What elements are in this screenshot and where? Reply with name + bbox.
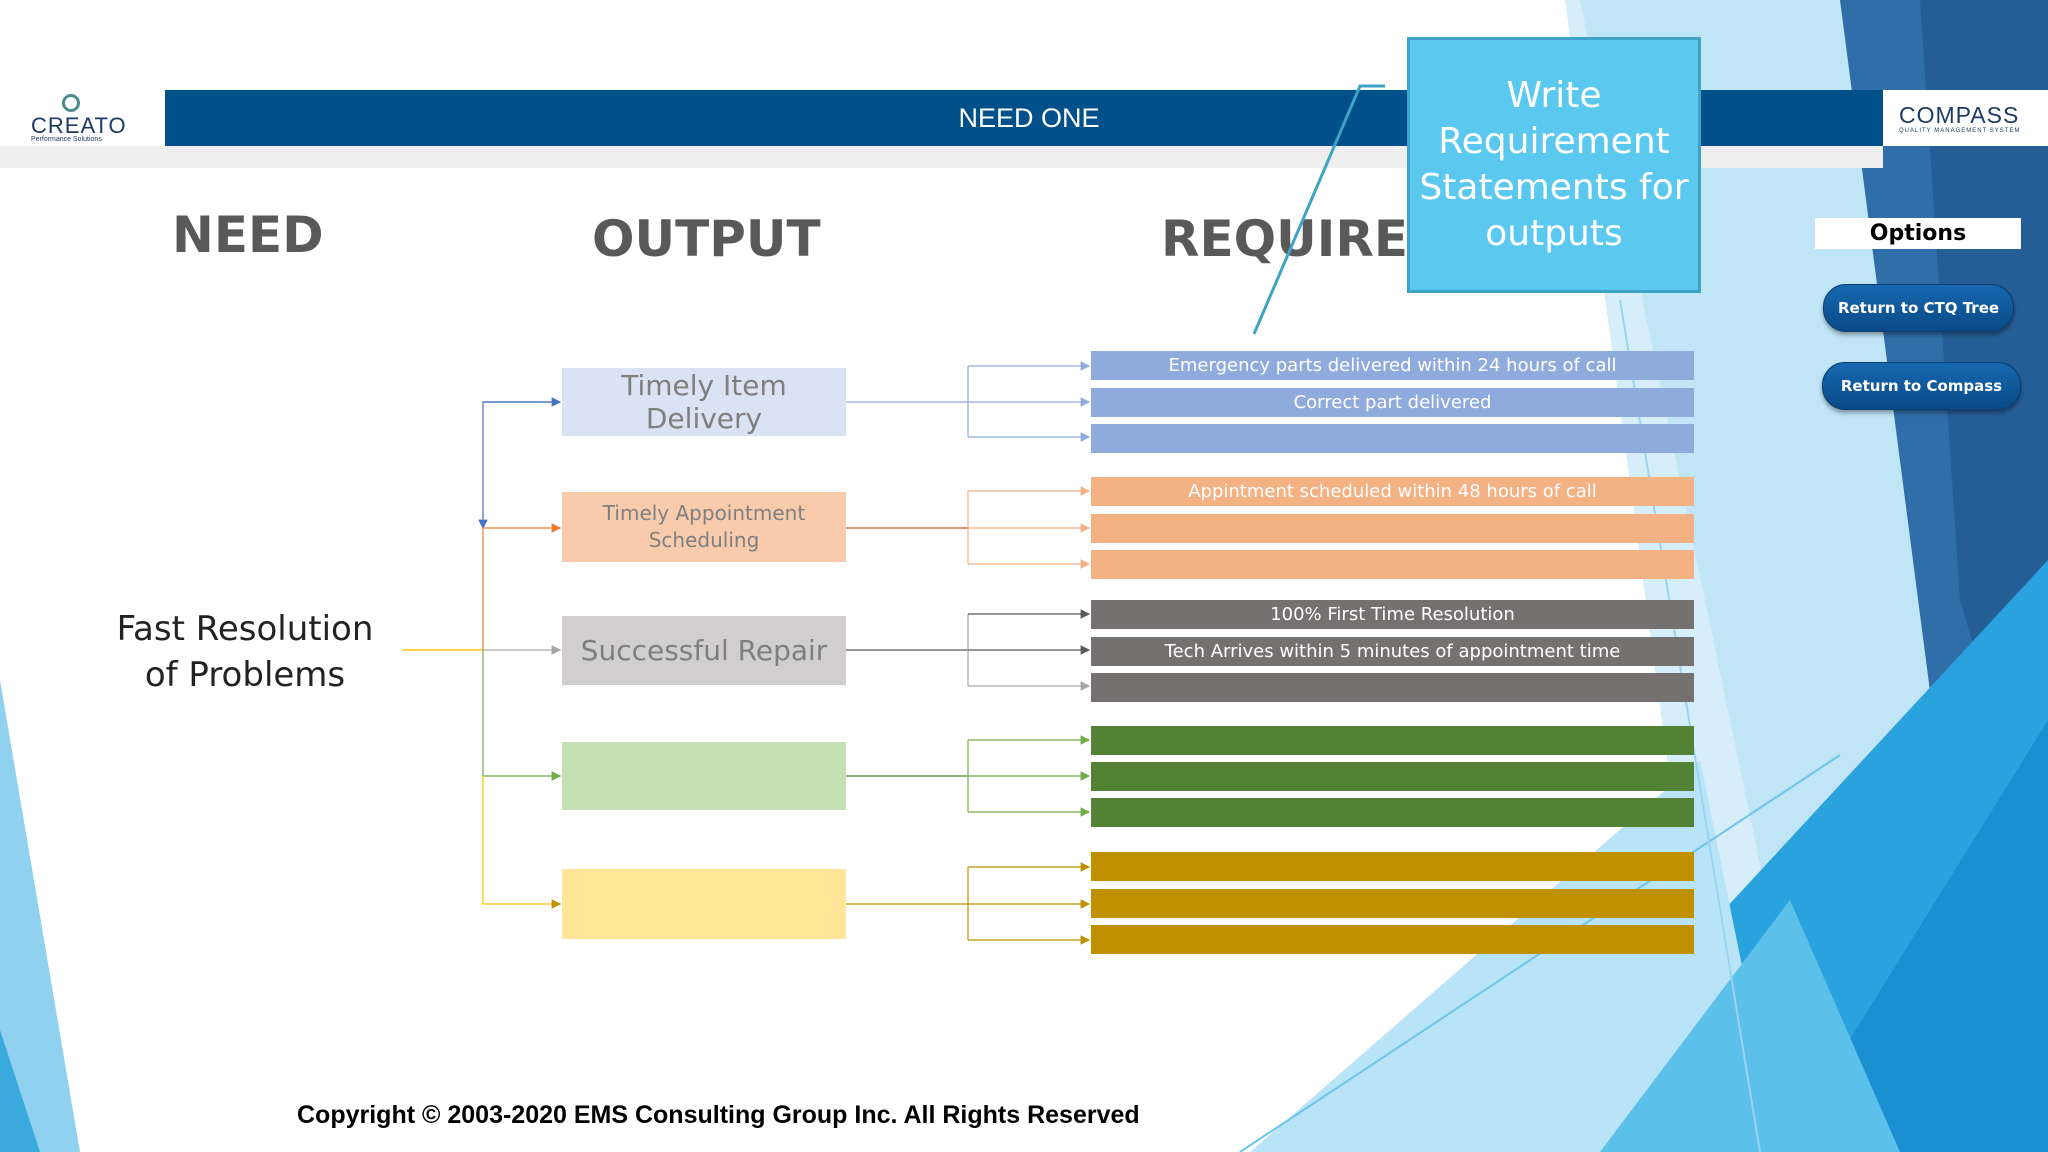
heading-need: NEED (172, 206, 324, 264)
requirement-bar: Correct part delivered (1091, 388, 1694, 417)
requirement-bar (1091, 673, 1694, 702)
requirement-bar (1091, 762, 1694, 791)
requirement-bar (1091, 424, 1694, 453)
requirement-bar (1091, 514, 1694, 543)
heading-output: OUTPUT (592, 210, 821, 268)
requirement-bar (1091, 726, 1694, 755)
requirement-bar (1091, 925, 1694, 954)
compass-logo (1883, 90, 2048, 146)
need-statement: Fast Resolution of Problems (116, 609, 374, 695)
creato-logo-icon (62, 94, 80, 112)
return-to-compass-button[interactable]: Return to Compass (1822, 362, 2021, 410)
requirement-bar (1091, 852, 1694, 881)
return-to-ctq-tree-button[interactable]: Return to CTQ Tree (1823, 284, 2014, 332)
output-box-timely-item-delivery: Timely Item Delivery (562, 368, 846, 436)
output-box-empty-green (562, 742, 846, 810)
requirement-bar (1091, 798, 1694, 827)
copyright-footer: Copyright © 2003-2020 EMS Consulting Gro… (297, 1101, 1140, 1129)
requirement-bar: 100% First Time Resolution (1091, 600, 1694, 629)
output-box-successful-repair: Successful Repair (562, 616, 846, 685)
options-label: Options (1815, 218, 2021, 249)
creato-logo-subtext: Performance Solutions (31, 136, 102, 143)
requirement-bar: Appintment scheduled within 48 hours of … (1091, 477, 1694, 506)
requirement-bar: Tech Arrives within 5 minutes of appoint… (1091, 637, 1694, 666)
page-title: NEED ONE (958, 103, 1100, 133)
compass-logo-subtext: QUALITY MANAGEMENT SYSTEM (1899, 128, 2021, 134)
creato-logo-text: CREATO (31, 113, 127, 138)
instruction-callout: Write Requirement Statements for outputs (1407, 37, 1701, 293)
requirement-bar: Emergency parts delivered within 24 hour… (1091, 351, 1694, 380)
output-box-timely-appointment-scheduling: Timely Appointment Scheduling (562, 492, 846, 562)
output-box-empty-yellow (562, 869, 846, 939)
compass-logo-text: COMPASS (1899, 102, 2020, 128)
requirement-bar (1091, 550, 1694, 579)
requirement-bar (1091, 889, 1694, 918)
